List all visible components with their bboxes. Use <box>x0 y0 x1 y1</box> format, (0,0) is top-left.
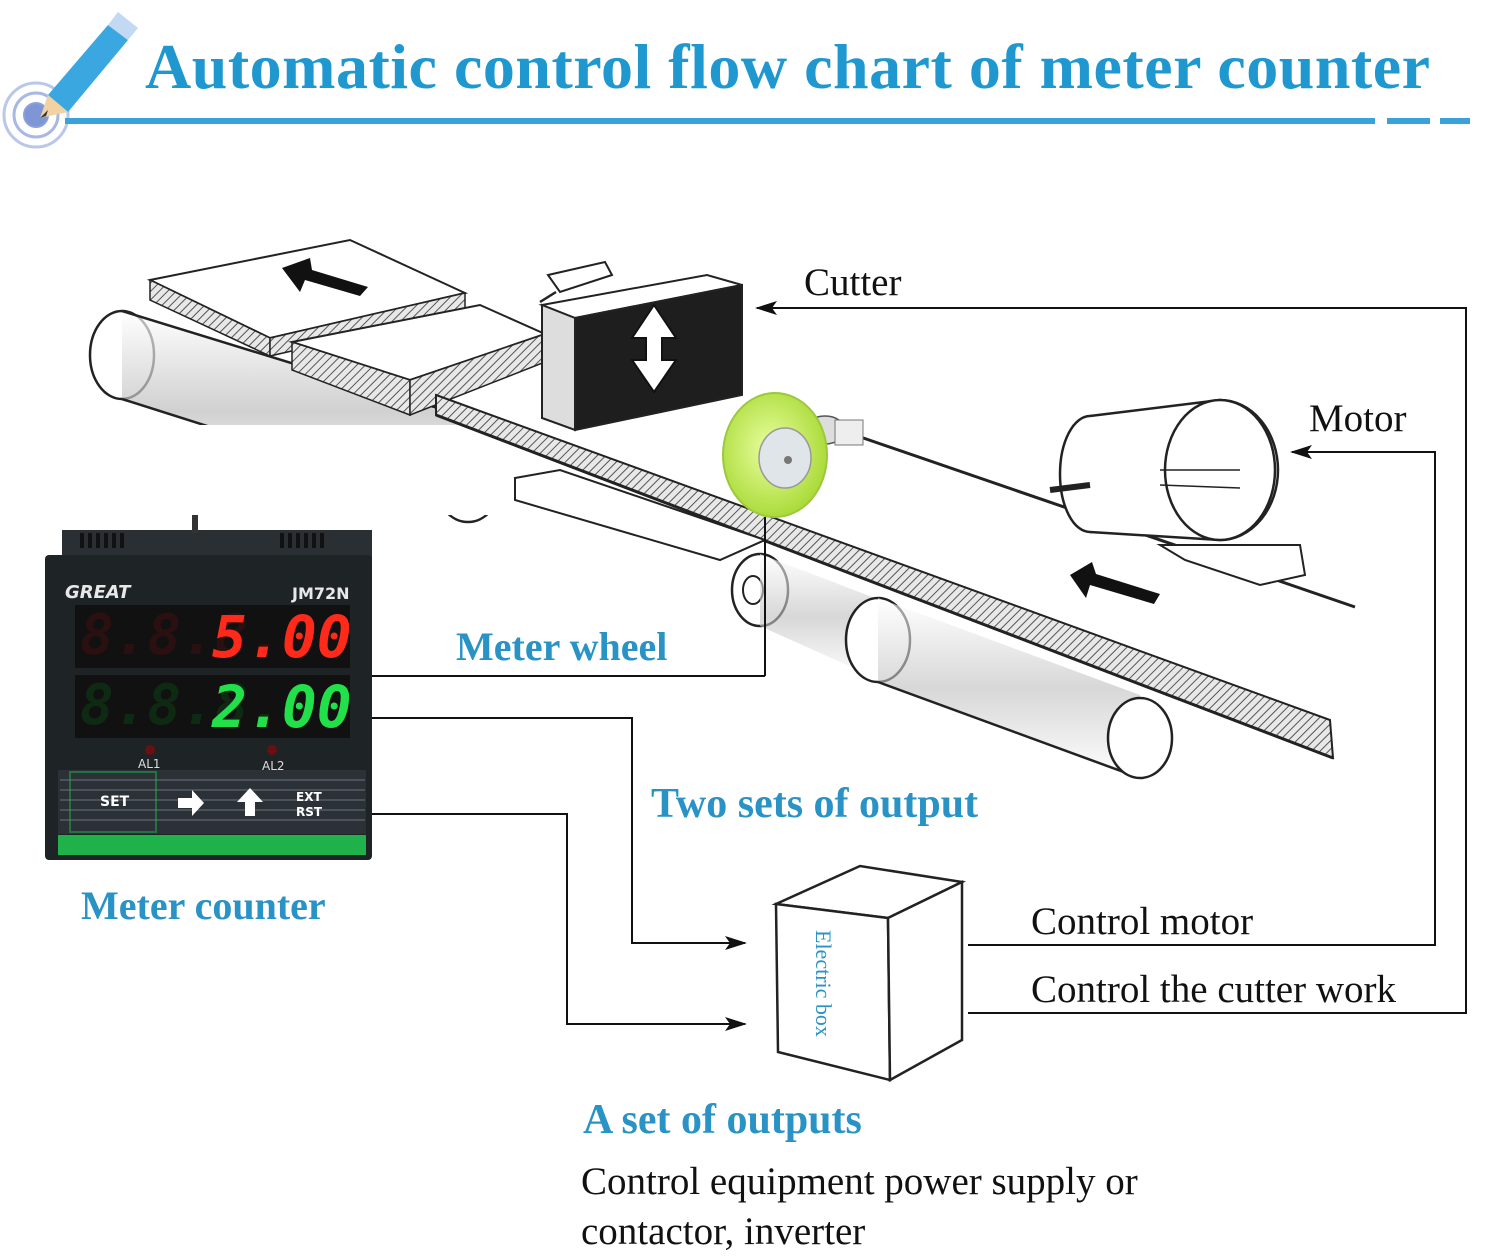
two-sets-output-line <box>372 717 747 950</box>
pencil-target-icon <box>2 12 138 149</box>
set-button[interactable]: SET <box>100 794 130 810</box>
control-cutter-label: Control the cutter work <box>1031 968 1396 1011</box>
motor-label: Motor <box>1309 397 1407 440</box>
meter-wheel <box>722 392 864 676</box>
meter-counter-label: Meter counter <box>81 883 326 928</box>
indicator-al2: AL2 <box>262 759 285 773</box>
control-motor-line <box>968 445 1436 946</box>
electric-box-label: Electric box <box>811 930 836 1037</box>
up-down-arrow-icon <box>630 303 678 394</box>
page-title: Automatic control flow chart of meter co… <box>145 31 1431 102</box>
indicator-al1: AL1 <box>138 757 161 771</box>
meter-wheel-label: Meter wheel <box>456 624 668 669</box>
sheet-stack-2 <box>288 303 548 417</box>
rst-button-label[interactable]: RST <box>296 805 323 819</box>
lower-conveyor <box>730 552 1174 780</box>
device-model: JM72N <box>292 584 350 603</box>
cutter-label: Cutter <box>804 261 902 304</box>
main-belt <box>435 393 1335 760</box>
upper-conveyor <box>88 309 525 524</box>
one-set-output-line <box>372 813 747 1031</box>
header-graphics <box>2 12 1470 149</box>
outputs-desc-line1: Control equipment power supply or <box>581 1160 1138 1203</box>
display-top-dim: 8.8.8. <box>80 603 283 668</box>
cutter-machine <box>538 260 743 432</box>
control-motor-label: Control motor <box>1031 900 1254 943</box>
motor <box>1049 398 1307 587</box>
control-cutter-line <box>755 301 1467 1014</box>
direction-arrow-icon <box>1070 562 1160 604</box>
electric-box <box>771 864 967 1083</box>
ext-button-label[interactable]: EXT <box>296 790 322 804</box>
direction-arrow-icon <box>282 258 368 296</box>
display-bottom-value: 2.00 <box>212 673 352 741</box>
arrow-up-icon <box>237 788 263 816</box>
a-set-of-outputs-label: A set of outputs <box>583 1097 862 1143</box>
display-top-value: 5.00 <box>212 603 352 671</box>
outputs-desc-line2: contactor, inverter <box>581 1210 866 1253</box>
platform <box>514 468 768 562</box>
arrow-right-icon <box>178 790 204 816</box>
two-sets-output-label: Two sets of output <box>651 781 979 827</box>
display-bottom-dim: 8.8.8. <box>80 673 283 738</box>
device-brand: GREAT <box>65 582 131 603</box>
